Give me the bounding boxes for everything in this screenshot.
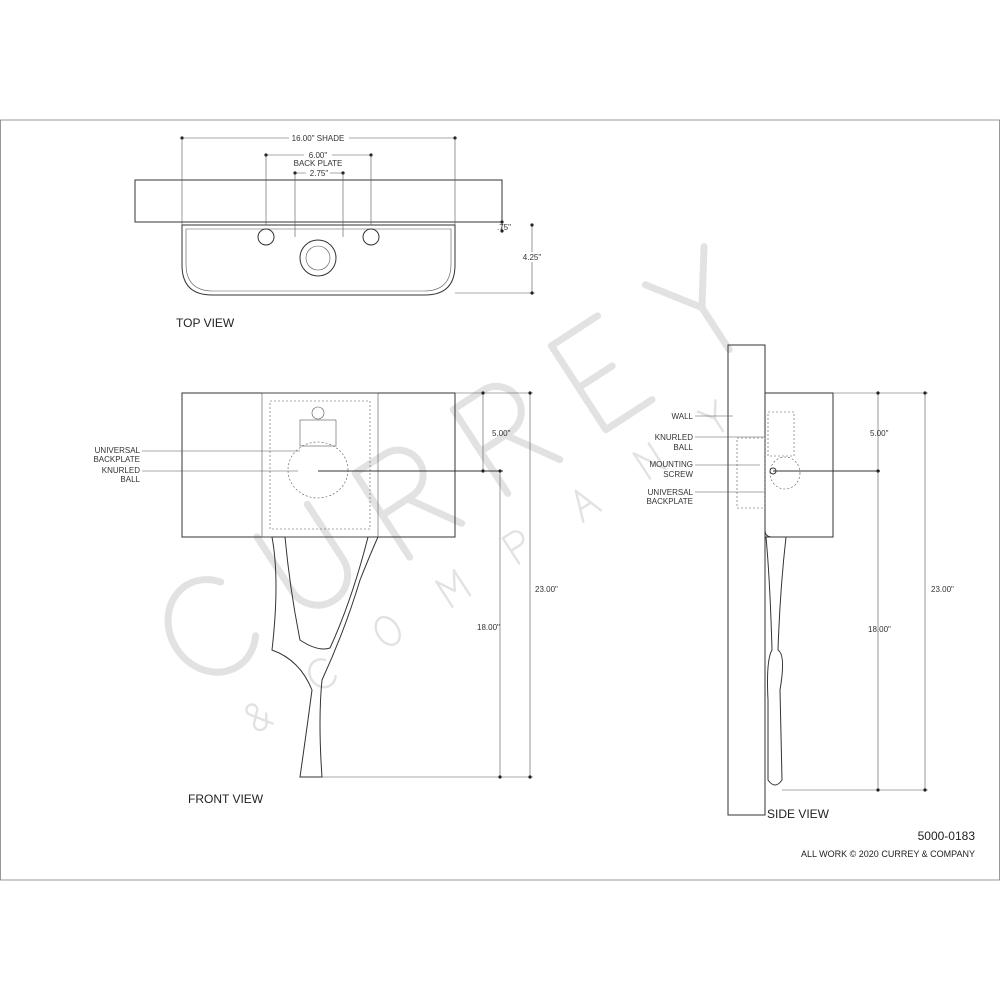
dim-backplate-label: BACK PLATE [294,159,343,168]
dim-backplate: 6.00" [309,151,328,160]
top-view: 16.00" SHADE 6.00" BACK PLATE 2.75" .75"… [134,134,544,330]
copyright: ALL WORK © 2020 CURREY & COMPANY [801,849,975,859]
side-view: WALL KNURLED BALL MOUNTING SCREW UNIVERS… [646,344,954,821]
wall-section [727,344,766,816]
shade-top [181,224,456,296]
socket-icon [299,239,337,277]
dim-top: 5.00" [492,429,511,438]
label-screw: MOUNTING [649,460,693,469]
socket-inner [305,245,331,271]
dim-total: 23.00" [931,585,954,594]
label-wall: WALL [672,412,694,421]
watermark [164,243,733,732]
dim-offset: .75" [497,223,511,232]
shade-side [764,392,834,538]
dim-top: 5.00" [870,429,889,438]
dim-depth: 4.25" [523,253,542,262]
label-backplate: UNIVERSAL [95,446,141,455]
front-view-title: FRONT VIEW [188,792,264,806]
label-ball-2: BALL [673,443,693,452]
watermark-sub [245,399,725,732]
dim-lower: 18.00" [868,625,891,634]
side-view-title: SIDE VIEW [767,807,830,821]
label-ball: KNURLED [102,466,140,475]
arm-side [765,536,787,786]
part-number: 5000-0183 [918,829,976,843]
dim-shade: 16.00" SHADE [292,134,345,143]
label-ball: KNURLED [655,433,693,442]
shade-inner [185,228,452,292]
label-ball-2: BALL [120,475,140,484]
arm-front [271,536,379,778]
label-backplate-2: BACKPLATE [646,497,693,506]
dim-lower: 18.00" [477,623,500,632]
backplate-outline [261,392,379,538]
label-screw-2: SCREW [663,470,693,479]
dim-screw: 2.75" [310,169,329,178]
watermark-brand [164,243,733,676]
front-view: UNIVERSAL BACKPLATE KNURLED BALL 5.00" 2… [93,391,558,806]
knurled-ball [287,441,349,499]
top-view-title: TOP VIEW [176,316,235,330]
label-backplate: UNIVERSAL [648,488,694,497]
wall-hatch [134,179,503,223]
mount-left [257,228,275,246]
dim-total: 23.00" [535,585,558,594]
mount-right [362,228,380,246]
label-backplate-2: BACKPLATE [93,455,140,464]
